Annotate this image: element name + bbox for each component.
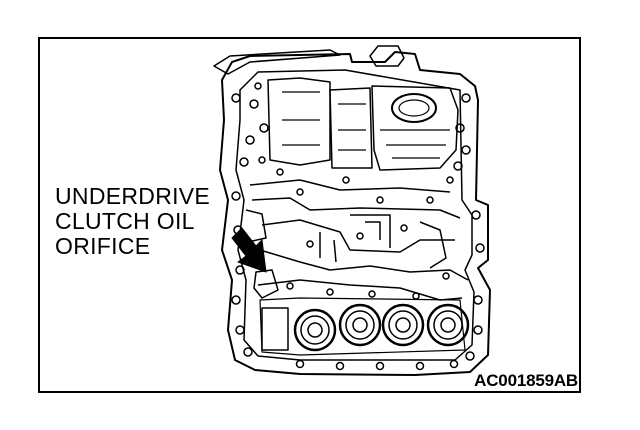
oil-passage-1 bbox=[249, 179, 451, 193]
valve-body-inner-outline bbox=[235, 69, 475, 361]
upper-right-housing bbox=[371, 85, 459, 171]
oil-passage-8 bbox=[419, 221, 447, 269]
oil-passage-6 bbox=[350, 214, 391, 248]
top-bracket bbox=[213, 49, 341, 75]
orifice-pocket bbox=[253, 269, 279, 299]
accumulator-3 bbox=[381, 303, 425, 347]
top-connector bbox=[369, 45, 405, 67]
bolt-holes bbox=[231, 82, 485, 371]
solenoid-block bbox=[267, 77, 331, 166]
callout-line-3: ORIFICE bbox=[55, 233, 151, 259]
arrow-icon bbox=[231, 227, 267, 273]
upper-port bbox=[391, 93, 437, 123]
callout-line-1: UNDERDRIVE bbox=[55, 183, 211, 209]
callout-label: UNDERDRIVE CLUTCH OIL ORIFICE bbox=[55, 184, 210, 259]
callout-line-2: CLUTCH OIL bbox=[55, 208, 195, 234]
accumulator-2 bbox=[338, 303, 382, 347]
valve-body-outline bbox=[219, 51, 491, 376]
oil-passage-7 bbox=[319, 232, 337, 263]
figure-code: AC001859AB bbox=[474, 371, 578, 390]
lower-plate bbox=[259, 297, 466, 356]
oil-passage-3 bbox=[261, 219, 455, 253]
accumulator-1 bbox=[293, 308, 337, 352]
accumulators bbox=[293, 303, 470, 352]
accumulator-4 bbox=[426, 303, 470, 347]
solenoid-stack bbox=[329, 87, 373, 169]
oil-passage-2 bbox=[251, 197, 461, 219]
lower-left-block bbox=[261, 307, 289, 351]
oil-passage-4 bbox=[259, 249, 469, 281]
